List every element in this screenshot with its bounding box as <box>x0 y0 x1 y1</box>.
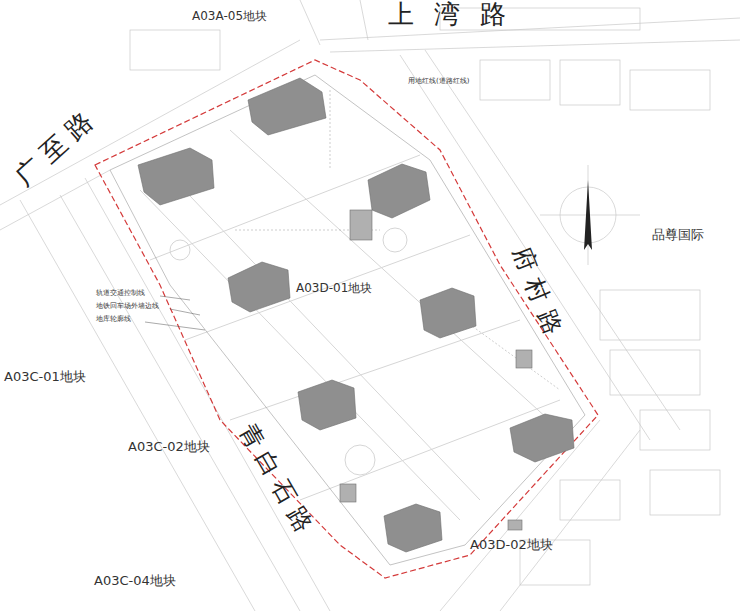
note-text: 用地红线(道路红线) <box>408 78 469 86</box>
plot-name: A03C-04地块 <box>94 574 176 588</box>
note-text: 轨道交通控制线 <box>96 290 145 298</box>
plot-name: A03D-02地块 <box>470 538 553 552</box>
plot-name: A03C-01地块 <box>4 370 86 384</box>
building-name: 品尊国际 <box>652 228 704 242</box>
road-name: 上湾路 <box>388 0 526 29</box>
plot-name: A03D-01地块 <box>296 282 372 295</box>
note-text: 地库轮廓线 <box>96 316 131 324</box>
note-text: 地铁回车场外墙边线 <box>96 303 159 311</box>
plot-name: A03A-05地块 <box>192 10 267 23</box>
plot-name: A03C-02地块 <box>128 440 210 454</box>
